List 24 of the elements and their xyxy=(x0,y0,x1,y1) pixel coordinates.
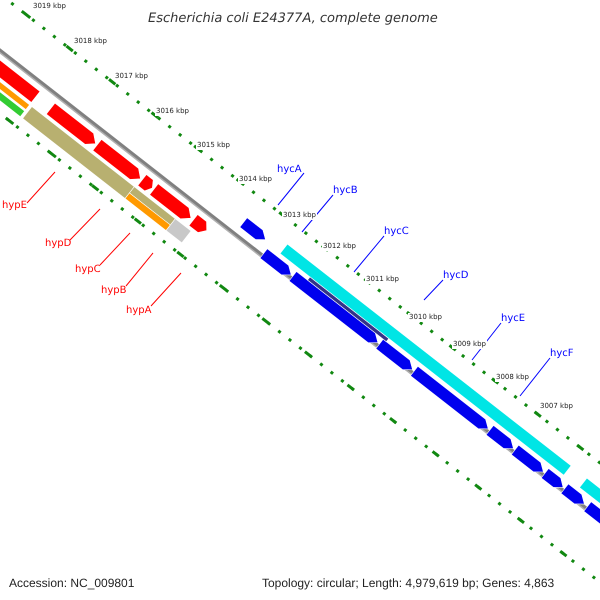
gene-label: hypB xyxy=(101,285,126,297)
leader-line xyxy=(100,232,130,266)
gene-label: hypA xyxy=(126,305,152,317)
gene-label: hycF xyxy=(550,348,574,360)
gene-label: hypD xyxy=(45,238,72,250)
footer-note: Accession: NC_009801 xyxy=(9,575,134,592)
footer-note: Topology: circular; Length: 4,979,619 bp; Genes: 4,863 xyxy=(262,575,554,592)
gene-label: hypE xyxy=(2,200,27,212)
leader-line xyxy=(26,172,56,204)
leader-line xyxy=(150,272,182,306)
gene-label: hycA xyxy=(277,164,302,176)
leader-line xyxy=(424,280,444,300)
gene-label: hycD xyxy=(443,270,468,282)
gene-label: hycE xyxy=(501,313,526,325)
gene-label: hypC xyxy=(75,264,101,276)
title: Escherichia coli E24377A, complete genome xyxy=(148,10,438,28)
leader-line xyxy=(354,236,384,272)
leader-line xyxy=(278,172,304,206)
gene-label: hycB xyxy=(333,185,358,197)
leader-line xyxy=(126,252,154,286)
leader-line xyxy=(520,358,550,396)
leader-line xyxy=(302,194,334,232)
gene-label: hycC xyxy=(384,226,409,238)
leader-line xyxy=(70,208,100,240)
